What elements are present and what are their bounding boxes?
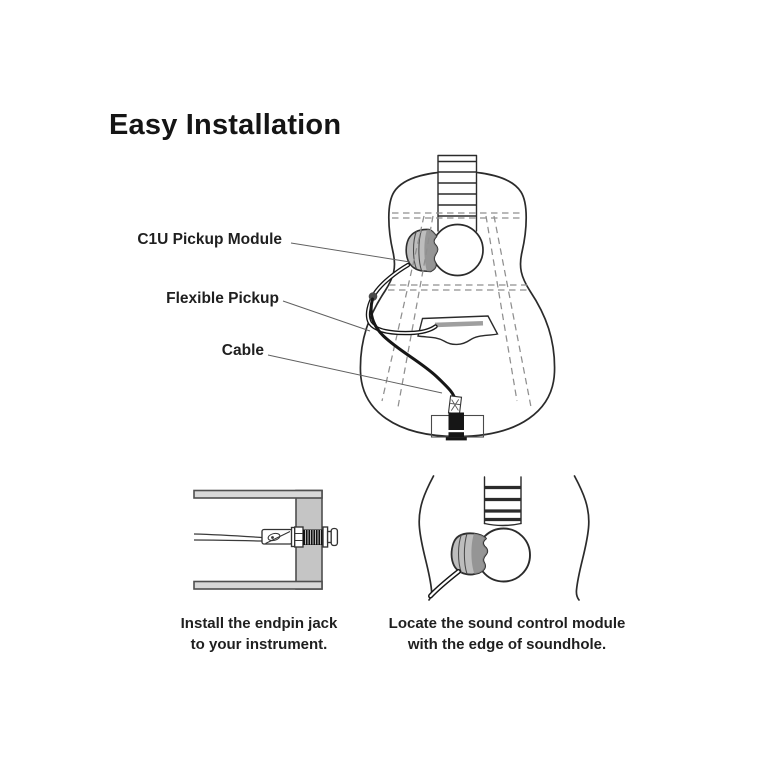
leader-pickup-module (290, 242, 411, 263)
endpin-jack-cutaway (261, 526, 339, 548)
cable-drawing (369, 297, 457, 403)
bridge-saddle (434, 320, 484, 328)
jack-wires (193, 533, 263, 542)
caption-step-2-line-2: with the edge of soundhole. (407, 636, 607, 653)
endpin-install-diagram (193, 489, 339, 590)
module-locate-diagram (418, 475, 590, 601)
endpin-jack-drawing (430, 395, 485, 441)
label-cable: Cable (221, 342, 264, 359)
bracing-dashed-fan (381, 215, 532, 408)
guitar-overview-diagram (267, 154, 556, 441)
module-cable-closeup (428, 569, 461, 599)
caption-step-1-line-2: to your instrument. (190, 636, 328, 653)
leader-lines (267, 242, 443, 394)
leader-cable (267, 354, 443, 394)
pickup-module-closeup (450, 532, 489, 576)
pickup-module-drawing (405, 228, 439, 273)
leader-flexible-pickup (282, 300, 371, 332)
caption-step-1-line-1: Install the endpin jack (180, 615, 338, 632)
label-pickup-module: C1U Pickup Module (137, 231, 282, 248)
fretboard-closeup (483, 476, 522, 527)
bracing-dashed-horizontal (388, 212, 528, 291)
caption-step-2-line-1: Locate the sound control module (388, 615, 626, 632)
page-title: Easy Installation (109, 109, 342, 141)
cable-connector-bead (368, 292, 378, 301)
caption-step-2: Locate the sound control module with the… (378, 613, 636, 655)
caption-step-1: Install the endpin jack to your instrume… (140, 613, 378, 655)
bridge (417, 315, 499, 346)
fretboard (437, 154, 478, 232)
label-flexible-pickup: Flexible Pickup (166, 290, 279, 307)
flexible-pickup-drawing (365, 262, 438, 336)
soundhole (431, 223, 484, 277)
